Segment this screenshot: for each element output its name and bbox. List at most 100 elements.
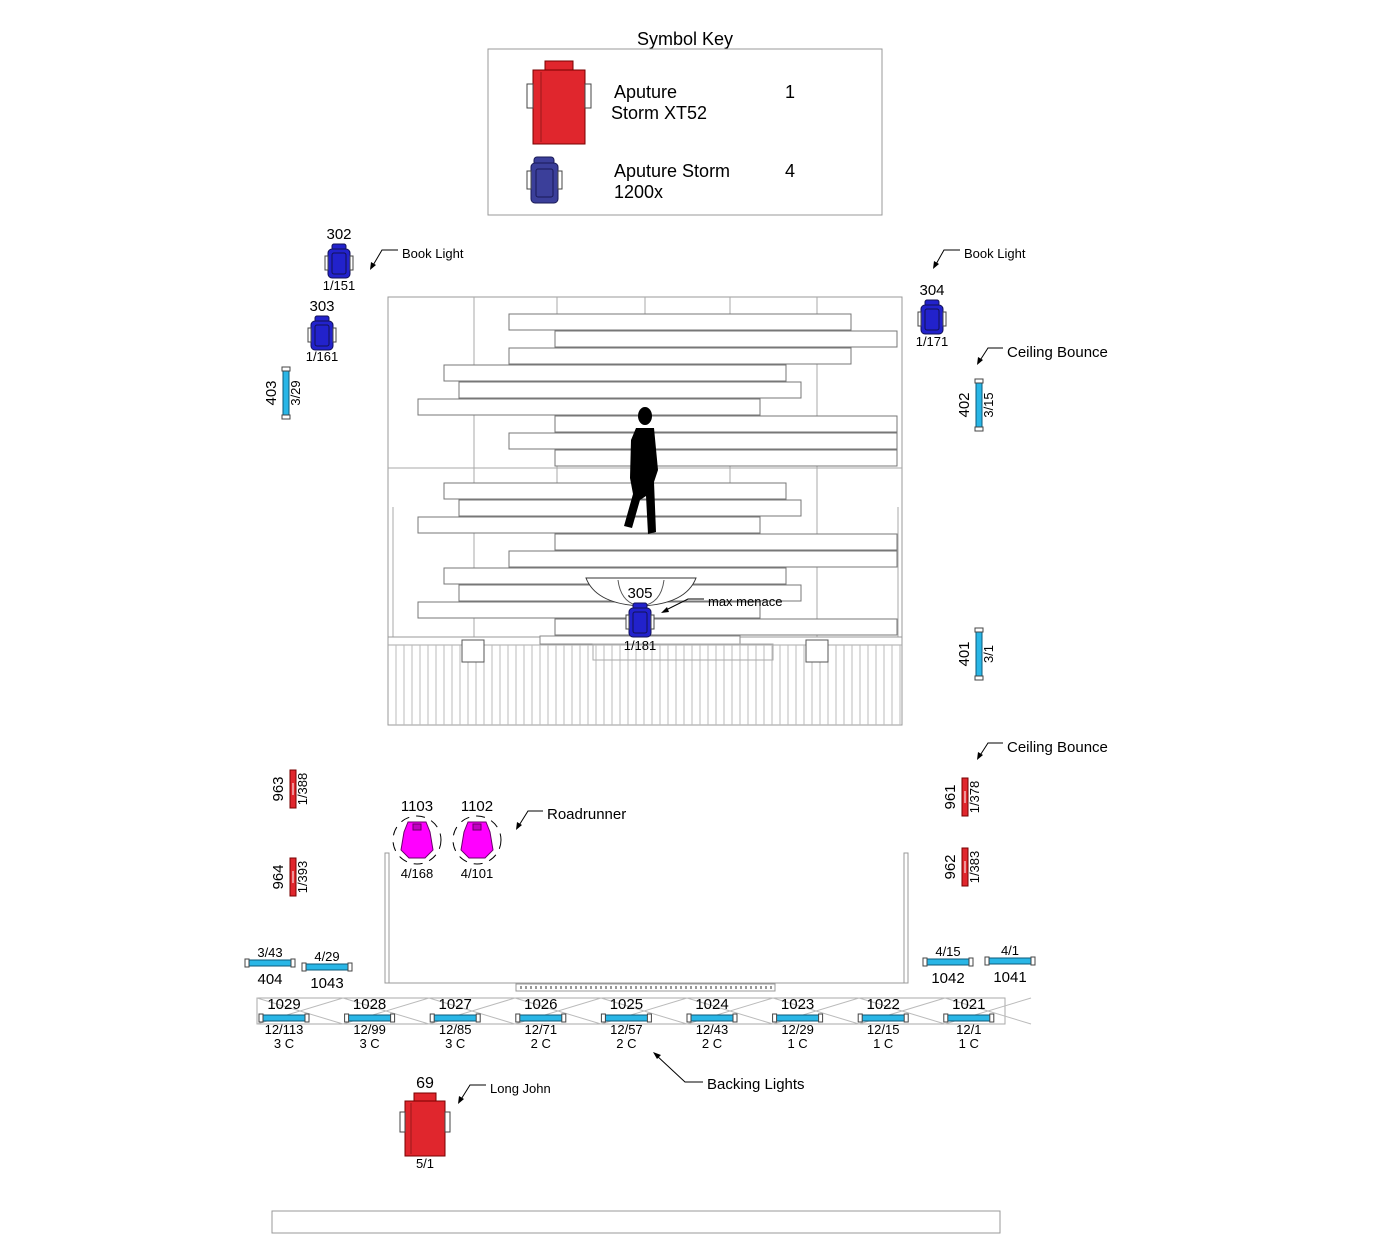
storm-fixture-303[interactable]: 303 1/161 [306,298,339,364]
backing-tube-id: 1028 [353,996,386,1013]
backing-tube-circuit: 2 C [616,1036,636,1051]
backing-tube-1027[interactable]: 1027 12/853 C [429,996,481,1051]
backing-tube-id: 1027 [439,996,472,1013]
backing-tube-id: 1024 [695,996,728,1013]
side-tube-id: 1043 [310,975,343,992]
callout-book-light-right: Book Light [933,246,1026,269]
storm-fixture-id: 304 [919,282,944,299]
backing-tube-addr: 12/43 [696,1022,729,1037]
callout-max-menace-text: max menace [708,594,782,609]
xt52-key-name-2: Storm XT52 [611,103,707,123]
vertical-tube-id: 403 [263,380,280,405]
backing-tube-addr: 12/71 [525,1022,558,1037]
storm-fixture-id: 305 [627,585,652,602]
backing-tube-1026[interactable]: 1026 12/712 C [515,996,567,1051]
dancer-silhouette [624,407,658,534]
vertical-tube-addr: 3/1 [981,645,996,663]
side-tube-addr: 3/43 [257,945,282,960]
callout-book-light-left: Book Light [370,246,464,270]
backing-tube-id: 1026 [524,996,557,1013]
storm1200-key-count: 4 [785,161,795,181]
red-strip-id: 961 [942,784,959,809]
storm-fixture-id: 303 [309,298,334,315]
roadrunner-fixture-id: 1102 [461,798,493,815]
backing-tube-id: 1029 [267,996,300,1013]
red-strip-id: 962 [942,854,959,879]
xt52-fixture-id: 69 [416,1075,434,1092]
storm1200-key-name-1: Aputure Storm [614,161,730,181]
callout-book-light-right-text: Book Light [964,246,1026,261]
storm-fixture-id: 302 [326,226,351,243]
roadrunner-fixture-addr: 4/168 [401,866,434,881]
storm-fixture-addr: 1/181 [624,638,657,653]
symbol-key-title: Symbol Key [637,29,733,49]
storm-fixture-addr: 1/161 [306,349,339,364]
callout-roadrunner: Roadrunner [516,806,626,830]
vertical-tube-402[interactable]: 402 3/15 [956,378,996,432]
backing-tube-circuit: 3 C [359,1036,379,1051]
callout-long-john: Long John [458,1081,551,1104]
stage-deck [387,635,903,726]
backing-tube-addr: 12/15 [867,1022,900,1037]
callout-roadrunner-text: Roadrunner [547,806,626,823]
callout-long-john-text: Long John [490,1081,551,1096]
callout-book-light-left-text: Book Light [402,246,464,261]
backing-tube-circuit: 3 C [274,1036,294,1051]
callout-backing-lights-text: Backing Lights [707,1076,805,1093]
callout-ceiling-bounce-top: Ceiling Bounce [977,344,1108,365]
xt52-key-name-1: Aputure [614,82,677,102]
red-strip-addr: 1/383 [967,851,982,884]
vertical-tube-id: 402 [956,392,973,417]
backing-tube-addr: 12/1 [956,1022,981,1037]
xt52-fixture[interactable]: 69 5/1 [399,1075,451,1171]
backing-tube-addr: 12/57 [610,1022,643,1037]
red-strip-962[interactable]: 962 1/383 [942,847,982,887]
storm-fixture-304[interactable]: 304 1/171 [916,282,949,349]
backing-tube-circuit: 2 C [531,1036,551,1051]
red-strip-addr: 1/378 [967,781,982,814]
storm-fixture-302[interactable]: 302 1/151 [323,226,356,293]
side-tube-id: 1042 [931,970,964,987]
vertical-tube-addr: 3/15 [981,392,996,417]
backing-tube-addr: 12/85 [439,1022,472,1037]
side-tube-id: 1041 [993,969,1026,986]
storm-1200x-fixtures: 302 1/151 303 1/161 304 1/171 305 1/181 [306,226,949,653]
backing-tube-circuit: 1 C [873,1036,893,1051]
symbol-key: Symbol Key Aputure Storm XT52 1 Aputure … [487,29,883,216]
backing-tube-circuit: 3 C [445,1036,465,1051]
backing-tube-circuit: 1 C [959,1036,979,1051]
backing-tube-circuit: 1 C [787,1036,807,1051]
storm-fixture-addr: 1/151 [323,278,356,293]
storm-fixture-305[interactable]: 305 1/181 [624,585,657,653]
red-strip-addr: 1/393 [295,861,310,894]
red-strip-961[interactable]: 961 1/378 [942,777,982,817]
backing-tube-addr: 12/113 [265,1022,304,1037]
vertical-tube-id: 401 [956,641,973,666]
vertical-tube-401[interactable]: 401 3/1 [956,627,996,681]
storm-fixture-addr: 1/171 [916,334,949,349]
red-strip-addr: 1/388 [295,773,310,806]
xt52-key-count: 1 [785,82,795,102]
